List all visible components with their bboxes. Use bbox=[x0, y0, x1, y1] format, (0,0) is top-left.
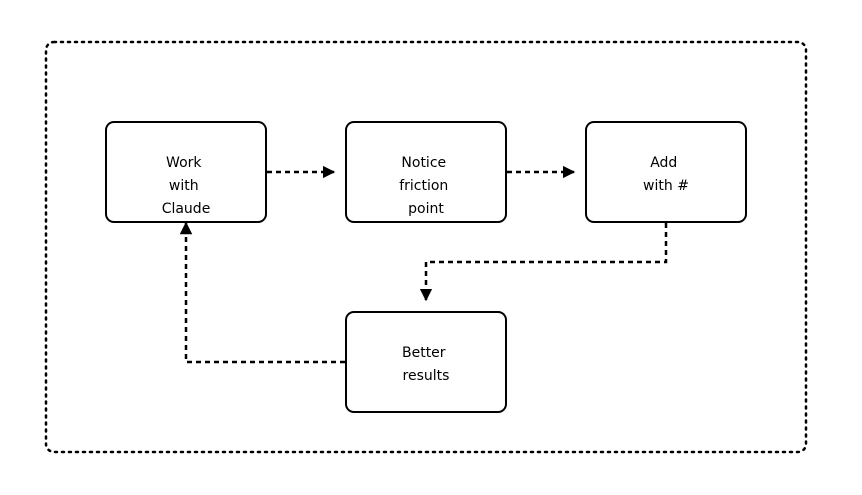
node-notice-line-2: friction bbox=[399, 178, 448, 194]
node-notice-label: Notice friction point bbox=[399, 155, 453, 217]
node-add-line-2: with # bbox=[643, 178, 689, 194]
node-notice-box bbox=[345, 121, 507, 223]
node-work-line-2: with bbox=[169, 178, 199, 194]
node-notice-line-1: Notice bbox=[401, 155, 446, 171]
node-better-results: Better results bbox=[345, 311, 507, 413]
arrow-better-to-work bbox=[179, 221, 345, 364]
arrow-add-to-better bbox=[419, 223, 668, 302]
node-work-with-claude: Work with Claude bbox=[105, 121, 267, 223]
node-better-line-1: Better bbox=[402, 345, 446, 361]
node-better-line-2: results bbox=[403, 368, 450, 384]
node-better-label: Better results bbox=[402, 345, 450, 384]
node-work-box bbox=[105, 121, 267, 223]
node-work-line-3: Claude bbox=[162, 201, 211, 217]
diagram-frame bbox=[44, 40, 808, 454]
node-add-line-1: Add bbox=[650, 155, 677, 171]
node-work-label: Work with Claude bbox=[162, 155, 211, 217]
node-better-box bbox=[345, 311, 507, 413]
node-notice-friction-point: Notice friction point bbox=[345, 121, 507, 223]
node-work-line-1: Work bbox=[166, 155, 202, 171]
node-add-box bbox=[585, 121, 747, 223]
node-add-label: Add with # bbox=[643, 155, 689, 194]
node-add-with-hash: Add with # bbox=[585, 121, 747, 223]
node-notice-line-3: point bbox=[408, 201, 444, 217]
